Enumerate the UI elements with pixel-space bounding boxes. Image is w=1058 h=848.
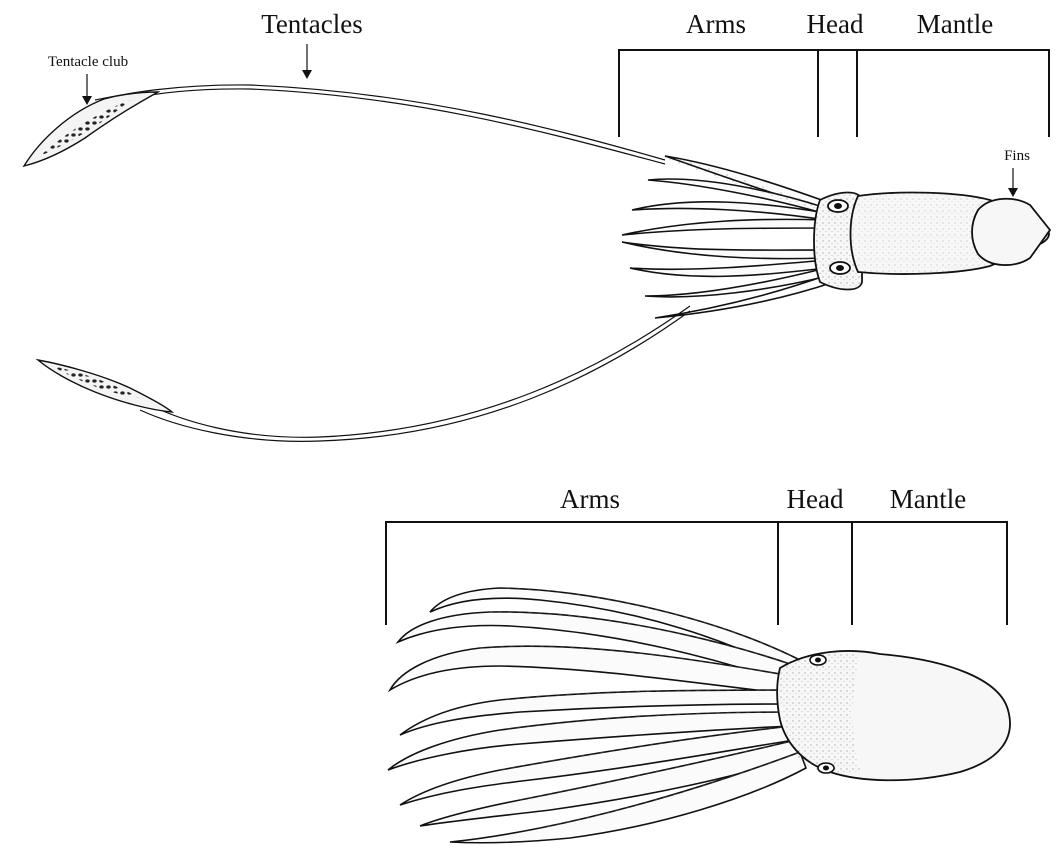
squid-upper-tentacle [24, 85, 665, 166]
octopus-region-brackets [386, 522, 1007, 625]
squid-tentacles-arrow [302, 44, 312, 79]
squid-fins-arrow [1008, 168, 1018, 197]
squid-arms [622, 156, 834, 318]
squid-tentacles-label: Tentacles [261, 9, 363, 39]
octopus-mantle-label: Mantle [890, 484, 966, 514]
squid-tentacle-club-arrow [82, 74, 92, 105]
octopus-arms-label: Arms [560, 484, 620, 514]
squid-fins [972, 199, 1050, 265]
squid-lower-tentacle [38, 306, 690, 441]
octopus-head-label: Head [787, 484, 844, 514]
octopus-arms [388, 588, 806, 843]
squid-upper-tentacle-club [24, 92, 158, 166]
squid-mantle-label: Mantle [917, 9, 993, 39]
octopus-body [777, 651, 1010, 780]
squid-head-label: Head [807, 9, 864, 39]
squid-region-brackets [619, 50, 1049, 137]
squid-figure: Tentacles Tentacle club Arms Head Mantle… [24, 9, 1050, 441]
squid-arms-label: Arms [686, 9, 746, 39]
octopus-figure: Arms Head Mantle [386, 484, 1010, 843]
squid-fins-label: Fins [1004, 148, 1030, 164]
squid-tentacle-club-label: Tentacle club [48, 54, 128, 70]
